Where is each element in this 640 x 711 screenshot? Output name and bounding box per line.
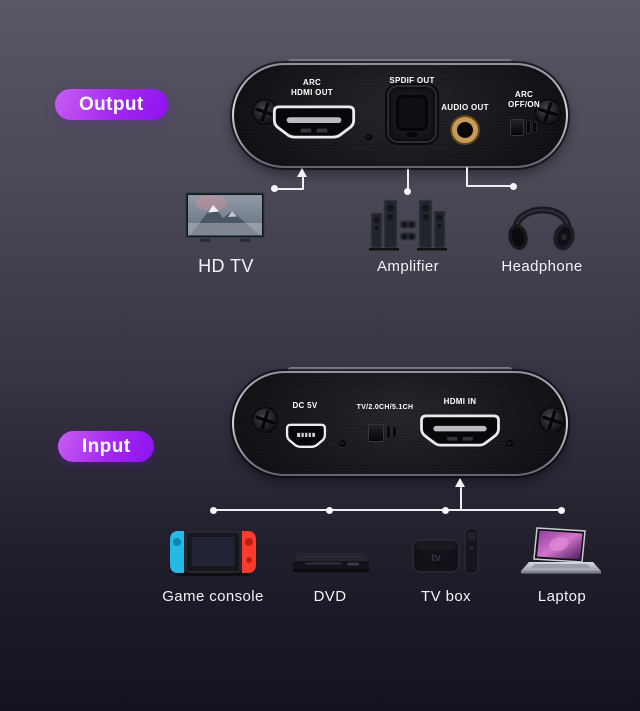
connector-line (274, 188, 304, 190)
connector-line (407, 169, 409, 189)
hdmi-out-port-icon (272, 105, 356, 139)
led-hole (339, 440, 346, 447)
laptop-icon (521, 526, 603, 578)
amplifier-label: Amplifier (377, 258, 439, 275)
tv-box-label: TV box (421, 588, 471, 605)
led-hole (506, 440, 513, 447)
panel-rim: ARC HDMI OUT SPDIF OUT AUDIO OUT ARC OFF… (232, 63, 568, 168)
hd-tv-label: HD TV (198, 256, 254, 276)
dvd-player-icon (291, 545, 371, 575)
connector-line (466, 167, 468, 187)
screw-icon (251, 406, 279, 434)
panel-rim: DC 5V TV/2.0CH/5.1CH HDMI IN (232, 371, 568, 476)
connector-dot (210, 507, 217, 514)
panel-face: DC 5V TV/2.0CH/5.1CH HDMI IN (234, 373, 566, 474)
connector-line (460, 487, 462, 510)
output-badge-label: Output (79, 93, 144, 115)
arrow-up-icon (455, 478, 465, 487)
tv-box-icon (407, 524, 485, 578)
audio-out-label: AUDIO OUT (441, 103, 489, 112)
headphone-label: Headphone (501, 258, 583, 275)
connector-dot (558, 507, 565, 514)
audio-jack-port-icon (452, 117, 478, 143)
connector-dot (442, 507, 449, 514)
hdmi-in-label: HDMI IN (443, 397, 477, 406)
audio-mode-switch-label: TV/2.0CH/5.1CH (356, 404, 414, 411)
connector-line (212, 509, 563, 511)
hdmi-out-label: ARC HDMI OUT (291, 78, 333, 97)
game-console-label: Game console (162, 588, 264, 605)
headphone-icon (504, 191, 580, 253)
hd-tv-icon (185, 192, 265, 244)
panel-face: ARC HDMI OUT SPDIF OUT AUDIO OUT ARC OFF… (234, 65, 566, 166)
arc-toggle-switch-icon (510, 118, 540, 136)
amplifier-icon (368, 194, 448, 252)
dc-power-label: DC 5V (292, 401, 318, 410)
connector-dot (404, 188, 411, 195)
audio-mode-switch-icon (368, 423, 398, 442)
arc-switch-label: ARC OFF/ON (507, 90, 541, 109)
screw-icon (538, 406, 566, 434)
extractor-output-panel: ARC HDMI OUT SPDIF OUT AUDIO OUT ARC OFF… (232, 59, 568, 168)
game-console-icon (167, 527, 259, 579)
spdif-optical-port-icon (389, 87, 435, 141)
micro-usb-port-icon (285, 423, 327, 450)
led-hole (365, 134, 372, 141)
arrow-up-icon (297, 168, 307, 177)
connector-dot (510, 183, 517, 190)
laptop-label: Laptop (537, 588, 587, 605)
hdmi-in-port-icon (419, 414, 501, 447)
connector-dot (326, 507, 333, 514)
connector-line (302, 176, 304, 189)
spdif-out-label: SPDIF OUT (389, 76, 435, 85)
extractor-input-panel: DC 5V TV/2.0CH/5.1CH HDMI IN (232, 367, 568, 476)
dvd-label: DVD (313, 588, 347, 605)
input-badge: Input (58, 431, 155, 462)
output-badge: Output (55, 89, 168, 120)
connector-dot (271, 185, 278, 192)
input-badge-label: Input (82, 435, 131, 457)
connector-line (466, 185, 514, 187)
